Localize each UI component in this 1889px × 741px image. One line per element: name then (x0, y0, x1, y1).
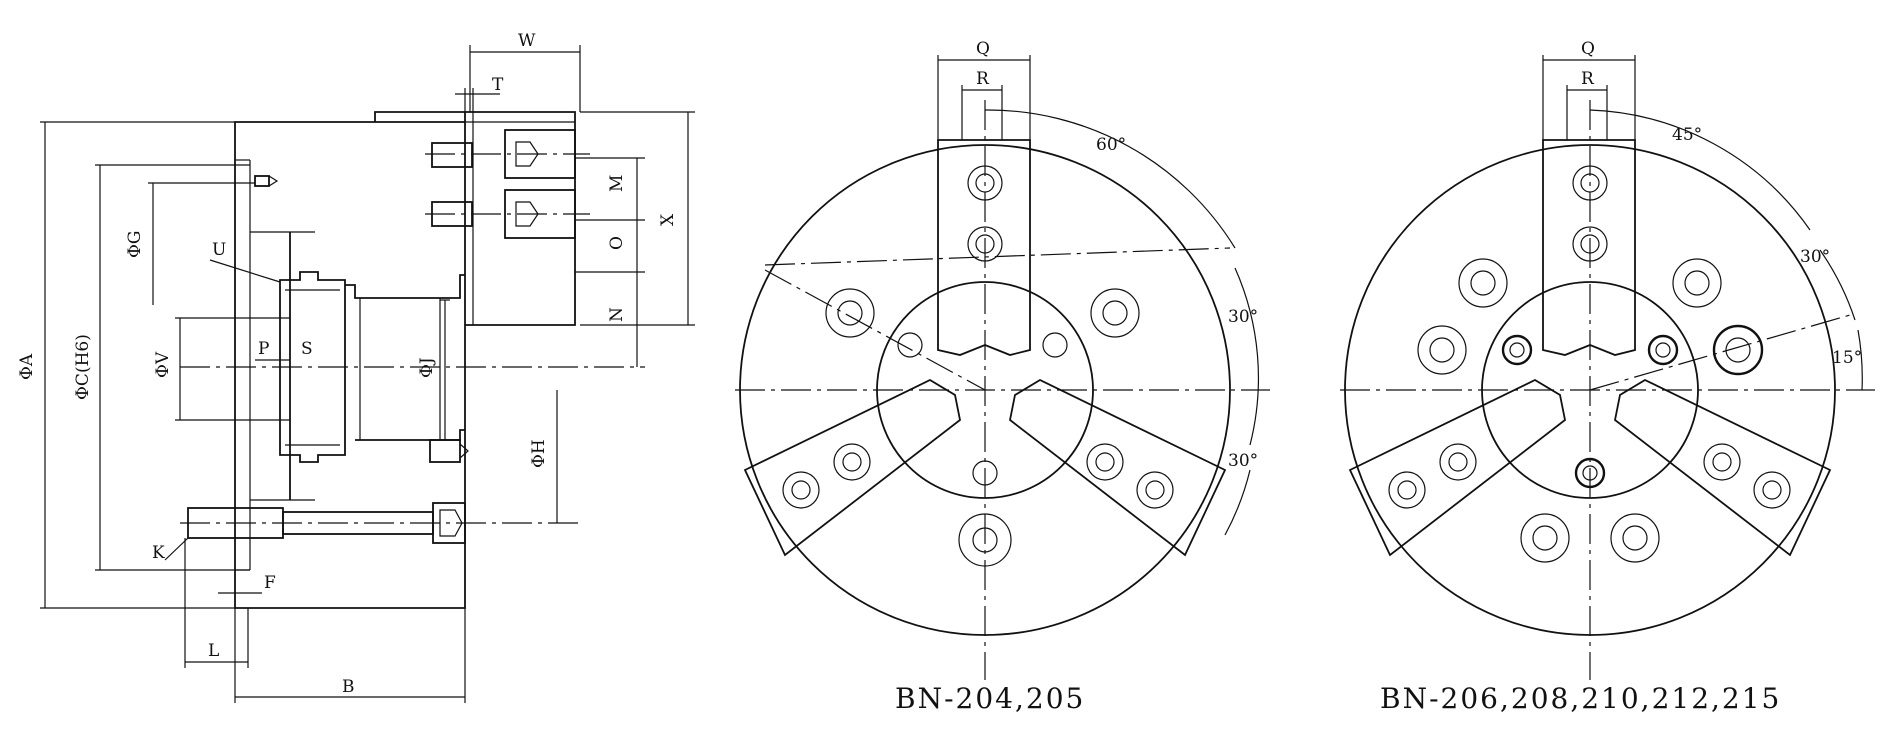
dim-f: F (264, 573, 276, 593)
caption-bn-204-205: BN-204,205 (895, 682, 1085, 715)
dim-phi-j: ΦJ (417, 357, 437, 378)
dim-r-2: R (1581, 69, 1595, 89)
angle-30b-1: 30° (1228, 451, 1258, 471)
angle-30a-1: 30° (1228, 307, 1258, 327)
dim-phi-g: ΦG (125, 230, 145, 258)
front-view-bn-204-205 (735, 55, 1270, 680)
angle-60-1: 60° (1096, 135, 1126, 155)
dim-m: M (607, 175, 627, 192)
dim-phi-h: ΦH (529, 439, 549, 468)
dim-t: T (492, 75, 504, 95)
angle-45-2: 45° (1672, 125, 1702, 145)
dim-r-1: R (976, 69, 990, 89)
dim-w: W (518, 31, 536, 51)
dim-k: K (152, 543, 165, 563)
dim-p: P (258, 339, 269, 359)
caption-bn-206-215: BN-206,208,210,212,215 (1380, 682, 1781, 715)
dim-phi-a: ΦA (17, 353, 37, 380)
angle-30-2: 30° (1800, 247, 1830, 267)
side-view (40, 45, 695, 703)
dim-o: O (607, 236, 627, 250)
angle-15-2: 15° (1832, 348, 1862, 368)
front-view-bn-206-215 (1340, 55, 1875, 680)
dim-q-1: Q (976, 39, 990, 59)
dim-b: B (342, 677, 355, 697)
dim-q-2: Q (1581, 39, 1595, 59)
dim-l: L (208, 641, 219, 661)
dim-x: X (658, 213, 678, 226)
dim-s: S (301, 339, 313, 359)
dim-n: N (607, 307, 627, 322)
dim-phi-v: ΦV (153, 351, 173, 378)
dim-phi-c: ΦC(H6) (73, 334, 93, 400)
dim-u: U (212, 240, 226, 260)
